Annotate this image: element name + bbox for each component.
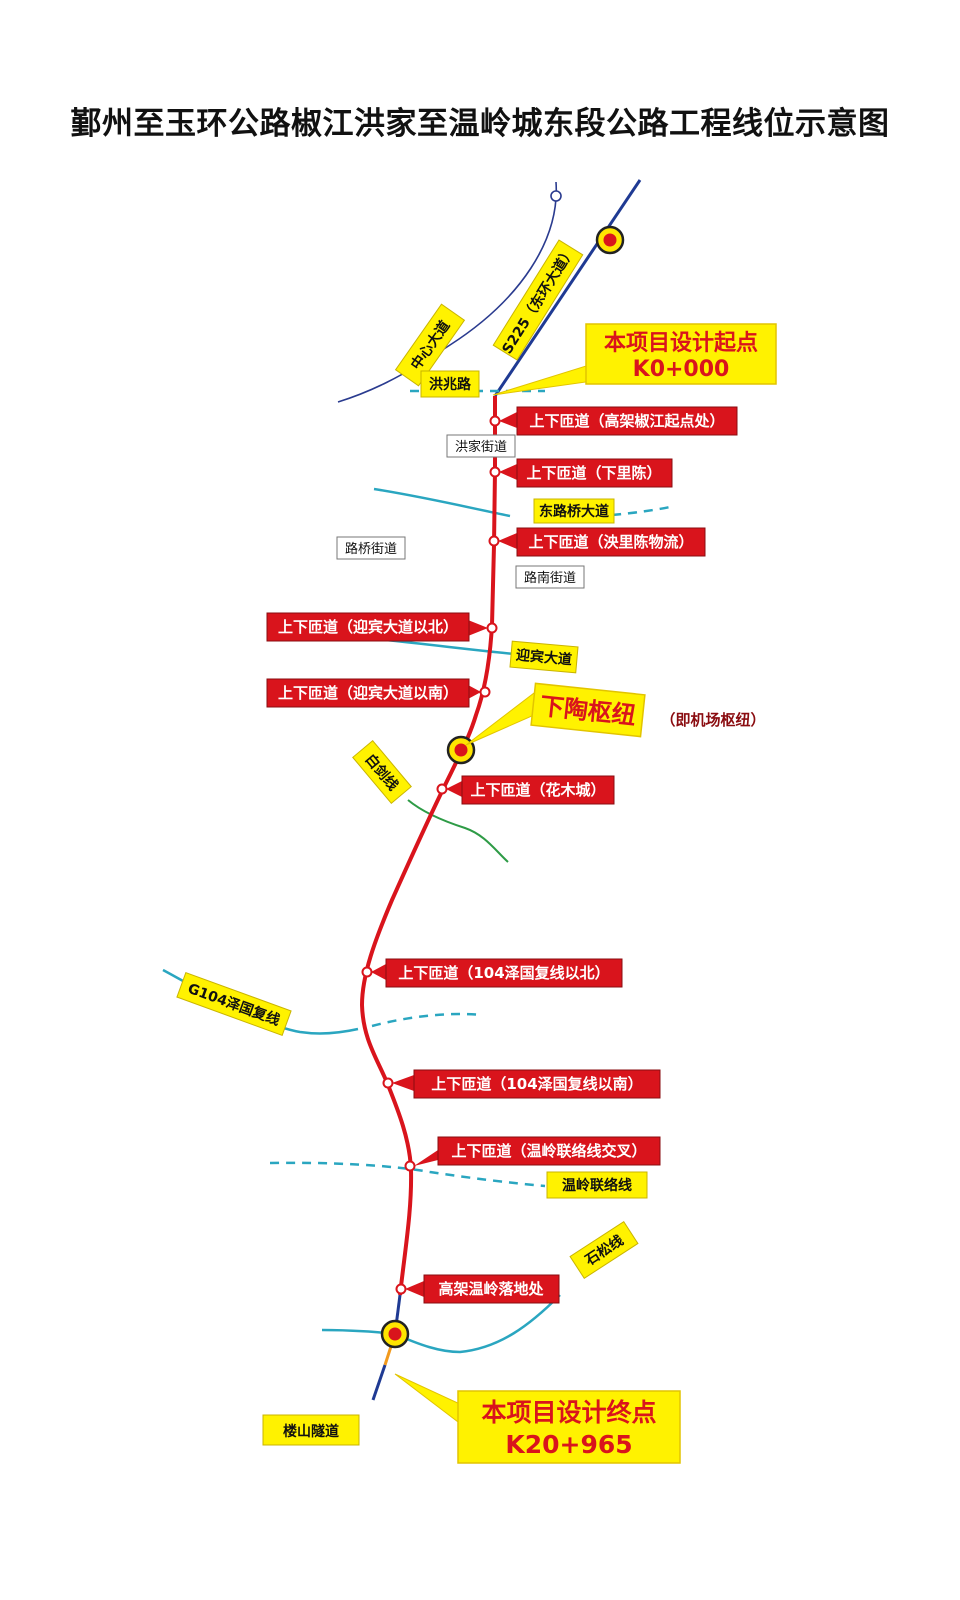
district-lunan-text: 路南街道 (524, 570, 576, 586)
hub-note-text: （即机场枢纽） (660, 711, 765, 729)
road-end-node (550, 190, 562, 202)
ramp-label-1: 上下匝道（高架椒江起点处） (516, 406, 738, 436)
s225-road (493, 179, 642, 397)
ramp-label-6: 上下匝道（花木城） (461, 775, 615, 805)
road-label-baijian: 白剑线 (352, 739, 412, 805)
ramp-label-6-text: 上下匝道（花木城） (470, 781, 605, 799)
district-hongjia: 洪家街道 (446, 434, 516, 458)
road-label-yingbin: 迎宾大道 (509, 640, 579, 674)
ramp-node (404, 1160, 416, 1172)
ramp-label-2: 上下匝道（下里陈） (516, 458, 673, 488)
ramp-label-3: 上下匝道（泱里陈物流） (516, 527, 706, 557)
road-label-donglu-text: 东路桥大道 (539, 503, 609, 520)
ramp-label-4-text: 上下匝道（迎宾大道以北） (278, 618, 458, 636)
district-hongjia-text: 洪家街道 (455, 439, 507, 455)
road-label-yingbin-text: 迎宾大道 (515, 647, 572, 669)
ramp-label-7: 上下匝道（104泽国复线以北） (385, 958, 623, 988)
g104-road-dashed (371, 1012, 483, 1028)
end-km-text: K20+965 (505, 1430, 632, 1459)
end-label-text: 本项目设计终点 (481, 1398, 656, 1427)
donglu-road (373, 487, 511, 518)
ramp-label-8-text: 上下匝道（104泽国复线以南） (431, 1075, 642, 1093)
hub-north (595, 225, 625, 255)
road-label-wenling-link-text: 温岭联络线 (562, 1177, 632, 1194)
road-label-donglu: 东路桥大道 (533, 498, 615, 524)
end-callout: 本项目设计终点 K20+965 (457, 1390, 681, 1464)
ramp-node (489, 466, 501, 478)
ramp-label-3-text: 上下匝道（泱里陈物流） (528, 533, 693, 551)
road-label-hongzhao-text: 洪兆路 (429, 376, 472, 393)
ramp-label-1-text: 上下匝道（高架椒江起点处） (529, 412, 724, 430)
southern-extension-line (371, 1364, 387, 1401)
ramp-label-9: 上下匝道（温岭联络线交叉） (437, 1136, 661, 1166)
start-callout: 本项目设计起点 K0+000 (585, 323, 777, 385)
ramp-label-2-text: 上下匝道（下里陈） (526, 464, 661, 482)
ramp-label-5-text: 上下匝道（迎宾大道以南） (278, 684, 458, 702)
zhongxin-road (337, 181, 558, 403)
ramp-label-10-text: 高架温岭落地处 (438, 1280, 544, 1298)
donglu-road-dashed (611, 505, 671, 517)
ramp-node (479, 686, 491, 698)
road-label-loushan-text: 楼山隧道 (283, 1423, 339, 1440)
ramp-label-7-text: 上下匝道（104泽国复线以北） (398, 964, 609, 982)
start-km-text: K0+000 (633, 357, 730, 382)
ramp-node (488, 535, 500, 547)
wenling-link-road (269, 1161, 546, 1188)
ramp-pointers (371, 412, 517, 1297)
ramp-label-4: 上下匝道（迎宾大道以北） (266, 612, 470, 642)
ramp-label-8: 上下匝道（104泽国复线以南） (413, 1069, 661, 1099)
district-luqiao: 路桥街道 (336, 536, 406, 560)
ramp-node (486, 622, 498, 634)
road-label-loushan: 楼山隧道 (262, 1414, 360, 1446)
road-label-g104: G104泽国复线 (176, 971, 292, 1037)
road-label-wenling-link: 温岭联络线 (546, 1171, 648, 1199)
shisong-road (321, 1294, 561, 1354)
district-lunan: 路南街道 (515, 565, 585, 589)
ramp-label-5: 上下匝道（迎宾大道以南） (266, 678, 470, 708)
road-label-hongzhao: 洪兆路 (420, 370, 480, 398)
ramp-node (436, 783, 448, 795)
baijian-road (407, 799, 509, 863)
ramp-node (489, 415, 501, 427)
end-callout-pointer (394, 1373, 463, 1427)
ramp-node (361, 966, 373, 978)
hub-xiatao (446, 735, 476, 765)
ramp-node (382, 1077, 394, 1089)
road-label-s225-text: S225（东环大道） (499, 243, 579, 357)
ramp-node (395, 1283, 407, 1295)
hub-callout: 下陶枢纽 (530, 682, 646, 738)
page-title: 鄞州至玉环公路椒江洪家至温岭城东段公路工程线位示意图 (70, 106, 890, 142)
ramp-label-10: 高架温岭落地处 (423, 1274, 560, 1304)
ramp-label-9-text: 上下匝道（温岭联络线交叉） (451, 1142, 646, 1160)
start-label-text: 本项目设计起点 (604, 330, 758, 356)
district-luqiao-text: 路桥街道 (345, 541, 397, 557)
hub-south (380, 1319, 410, 1349)
road-label-shisong: 石松线 (569, 1220, 639, 1280)
